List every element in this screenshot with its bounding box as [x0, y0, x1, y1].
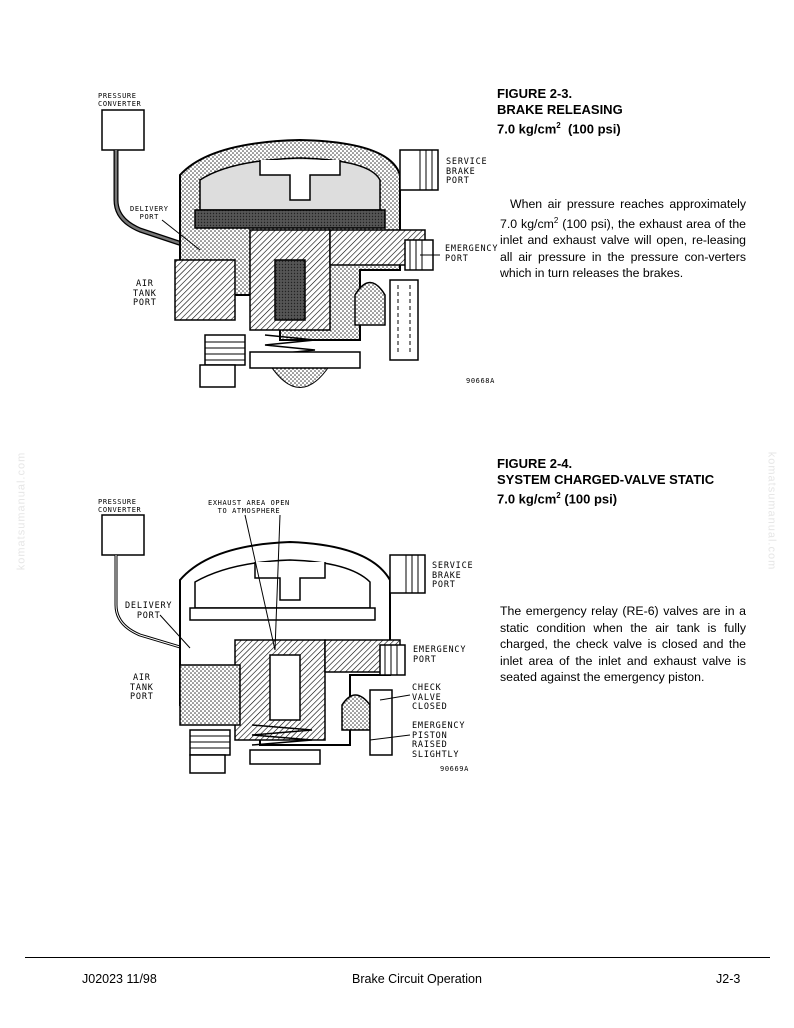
label-delivery-port-2: DELIVERY PORT: [125, 601, 173, 621]
figure-caption: BRAKE RELEASING: [497, 102, 623, 117]
label-pressure-converter-2: PRESSURE CONVERTER: [98, 498, 142, 514]
figure-pressure: 7.0 kg/cm2 (100 psi): [497, 121, 621, 137]
figure-2-4-diagram: [101, 514, 426, 774]
label-air-tank-port: AIR TANK PORT: [133, 279, 157, 308]
figure-code-2: 90669A: [440, 765, 469, 773]
label-emergency-port: EMERGENCY PORT: [445, 244, 499, 264]
label-emergency-port-2: EMERGENCY PORT: [413, 645, 467, 665]
figure-pressure-2: 7.0 kg/cm2 (100 psi): [497, 491, 618, 507]
label-exhaust-area-open: EXHAUST AREA OPEN TO ATMOSPHERE: [208, 499, 290, 515]
watermark-left: komatsumanual.com: [15, 451, 28, 571]
footer-page-number: J2-3: [716, 972, 741, 986]
footer-section-title: Brake Circuit Operation: [352, 972, 482, 986]
figure-2-3-title: FIGURE 2-3. BRAKE RELEASING 7.0 kg/cm2 (…: [497, 86, 623, 137]
figure-number-2: FIGURE 2-4.: [497, 456, 573, 471]
figure-2-3-diagram: [101, 109, 440, 388]
figure-2-4-title: FIGURE 2-4. SYSTEM CHARGED-VALVE STATIC …: [497, 456, 714, 507]
watermark-right: komatsumanual.com: [765, 451, 778, 571]
figure-caption-2: SYSTEM CHARGED-VALVE STATIC: [497, 472, 715, 487]
pressure-converter-box: [101, 109, 145, 151]
label-emergency-piston: EMERGENCY PISTON RAISED SLIGHTLY: [412, 721, 466, 760]
figure-number: FIGURE 2-3.: [497, 86, 573, 101]
label-check-valve-closed: CHECK VALVE CLOSED: [412, 683, 448, 712]
footer-doc-code: J02023 11/98: [82, 972, 157, 986]
figure-code: 90668A: [466, 377, 495, 385]
label-delivery-port: DELIVERY PORT: [130, 205, 169, 221]
label-air-tank-port-2: AIR TANK PORT: [130, 673, 154, 702]
figure-2-4-paragraph: The emergency relay (RE-6) valves are in…: [500, 604, 746, 684]
figure-2-3-paragraph: When air pressure reaches approximately …: [500, 197, 746, 281]
label-service-brake-port-2: SERVICE BRAKE PORT: [432, 561, 474, 590]
label-pressure-converter: PRESSURE CONVERTER: [98, 92, 142, 108]
footer-rule: [25, 957, 770, 958]
label-service-brake-port: SERVICE BRAKE PORT: [446, 157, 488, 186]
